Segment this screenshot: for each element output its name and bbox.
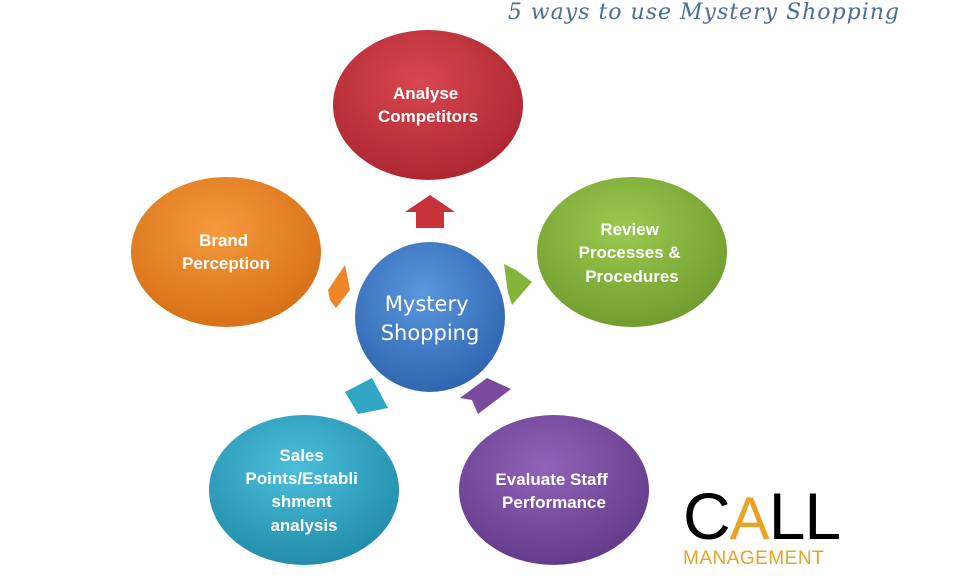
node-evaluate-staff: Evaluate Staff Performance: [459, 415, 649, 565]
node-sales-points-line-3: shment: [271, 492, 332, 511]
node-review-processes-line-1: Review: [600, 220, 659, 239]
arrow-down-cyan: [345, 378, 388, 414]
node-review-processes-line-2: Processes &: [579, 243, 681, 262]
arrow-left-orange: [328, 265, 350, 308]
logo-wordmark: CALL: [683, 483, 843, 552]
node-evaluate-staff-line-2: Performance: [502, 493, 606, 512]
node-sales-points-line-4: analysis: [270, 516, 337, 535]
logo-ll: LL: [768, 479, 841, 553]
logo-a: A: [729, 485, 770, 552]
node-review-processes-line-3: Procedures: [585, 267, 679, 286]
center-node-label: Mystery Shopping: [381, 292, 480, 345]
arrow-up-red: [405, 195, 455, 228]
node-analyse-competitors-line-1: Analyse: [393, 84, 458, 103]
center-node: Mystery Shopping: [355, 242, 505, 392]
node-sales-points-line-2: Points/Establi: [245, 469, 357, 488]
node-sales-points: Sales Points/Establi shment analysis: [209, 415, 399, 565]
diagram-title: 5 ways to use Mystery Shopping: [507, 0, 900, 25]
node-analyse-competitors-line-2: Competitors: [378, 107, 478, 126]
node-brand-perception-label: Brand Perception: [182, 231, 270, 273]
logo-c: C: [683, 479, 731, 553]
node-review-processes: Review Processes & Procedures: [537, 177, 727, 327]
logo-subtitle: MANAGEMENT: [683, 548, 825, 569]
center-node-line-2: Shopping: [381, 321, 480, 345]
call-management-logo: CALL MANAGEMENT: [683, 483, 843, 575]
node-evaluate-staff-line-1: Evaluate Staff: [495, 470, 608, 489]
node-brand-perception: Brand Perception: [131, 177, 321, 327]
node-analyse-competitors: Analyse Competitors: [333, 30, 523, 180]
arrow-down-purple: [460, 378, 511, 414]
node-evaluate-staff-label: Evaluate Staff Performance: [495, 470, 612, 512]
center-node-line-1: Mystery: [385, 292, 469, 316]
node-sales-points-line-1: Sales: [279, 446, 323, 465]
arrow-right-green: [504, 264, 532, 305]
node-review-processes-label: Review Processes & Procedures: [579, 220, 686, 286]
node-sales-points-label: Sales Points/Establi shment analysis: [245, 446, 362, 535]
node-brand-perception-line-1: Brand: [199, 231, 248, 250]
node-analyse-competitors-label: Analyse Competitors: [378, 84, 478, 126]
node-brand-perception-line-2: Perception: [182, 254, 270, 273]
